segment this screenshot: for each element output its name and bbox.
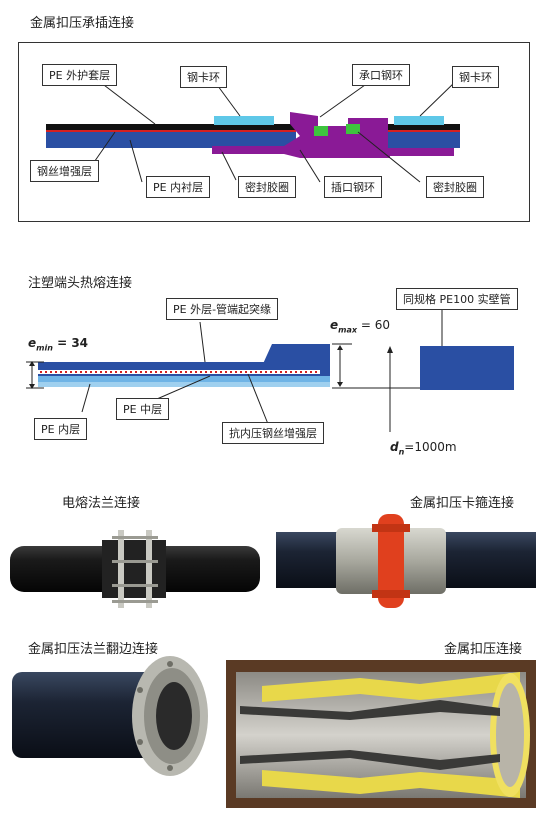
inner-layer-lower	[38, 382, 330, 387]
label-seal-right: 密封胶圈	[426, 176, 484, 198]
section1-diagram-frame	[18, 42, 530, 222]
section1-title: 金属扣压承插连接	[30, 16, 135, 31]
label-ring-right: 钢卡环	[452, 66, 499, 88]
left-pipe-outer	[46, 124, 296, 130]
flange-raised-end	[262, 344, 330, 376]
label-spigot-ring: 插口钢环	[324, 176, 382, 198]
label-wire-layer: 钢丝增强层	[30, 160, 99, 182]
label-wire-reinforce: 抗内压钢丝增强层	[222, 422, 324, 444]
label-pe-middle-layer: PE 中层	[116, 398, 170, 420]
left-pipe-red	[46, 130, 296, 132]
seal-left	[314, 126, 328, 136]
spigot-ring	[212, 136, 454, 158]
emin-dimension: emin = 34	[28, 336, 89, 353]
right-pipe-red	[388, 130, 460, 132]
label-pe-inner-layer: PE 内层	[34, 418, 88, 440]
heat-fusion-diagram	[26, 300, 514, 432]
label-outer-layer-flange: PE 外层-管端起突缘	[166, 298, 279, 320]
label-socket-ring: 承口钢环	[352, 64, 410, 86]
inner-layer	[38, 376, 330, 382]
label-ring-left: 钢卡环	[180, 66, 227, 88]
left-clamp-ring	[214, 116, 274, 125]
emax-dimension: emax = 60	[330, 318, 390, 335]
seal-right	[346, 124, 360, 134]
label-pe-inner: PE 内衬层	[146, 176, 211, 198]
label-same-spec-pipe: 同规格 PE100 实壁管	[396, 288, 518, 310]
right-clamp-ring	[394, 116, 444, 125]
right-pipe-body	[388, 132, 460, 148]
right-pipe-outer	[388, 124, 460, 130]
solid-pe100-pipe	[420, 346, 514, 390]
dn-dimension: dn=1000m	[390, 440, 457, 457]
photo-crimp-caption: 金属扣压连接	[444, 642, 523, 657]
label-pe-outer: PE 外护套层	[42, 64, 118, 86]
photo-flange-flip-caption: 金属扣压法兰翻边连接	[28, 642, 159, 657]
wire-reinforce-band	[38, 370, 320, 374]
left-pipe-body	[46, 132, 296, 148]
section2-title: 注塑端头热熔连接	[28, 276, 133, 291]
photo-clamp-caption: 金属扣压卡箍连接	[410, 496, 515, 511]
label-seal-left: 密封胶圈	[238, 176, 296, 198]
photo-electrofusion-caption: 电熔法兰连接	[62, 496, 141, 511]
